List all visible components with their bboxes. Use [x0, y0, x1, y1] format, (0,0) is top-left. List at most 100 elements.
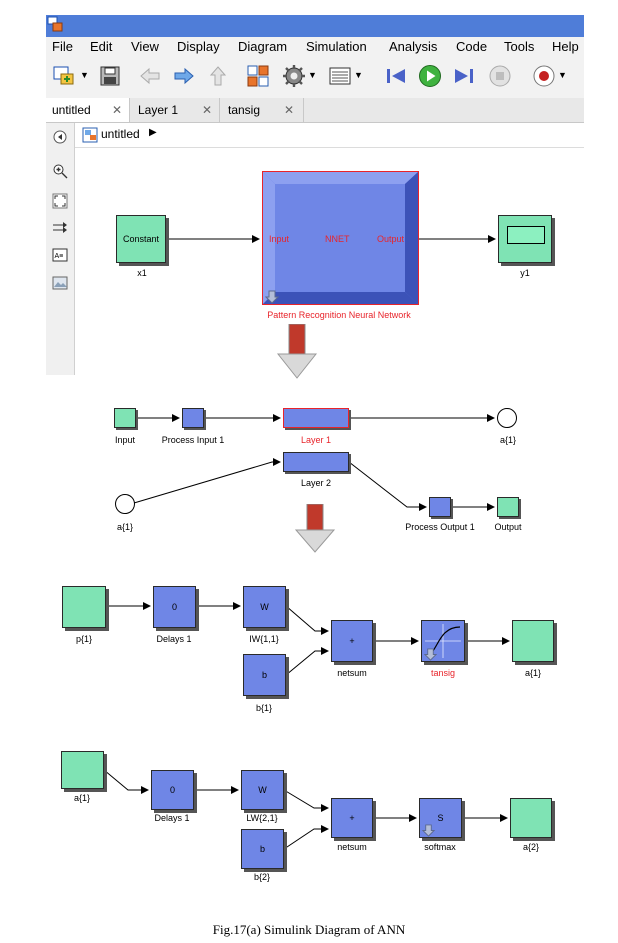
nnet-block[interactable]: Input NNET Output [262, 171, 419, 305]
tab-tansig[interactable]: tansig [222, 98, 304, 122]
output-block[interactable] [497, 497, 519, 517]
p1-label: p{1} [75, 634, 93, 644]
close-icon[interactable]: ✕ [112, 103, 123, 117]
zoom-icon[interactable] [52, 163, 68, 179]
tab-bar: untitled ✕ Layer 1 ✕ tansig ✕ [46, 98, 584, 123]
run-icon[interactable] [418, 64, 442, 88]
bias-block[interactable]: b [243, 654, 286, 696]
breadcrumb: untitled ▶ [75, 123, 584, 148]
scope-block[interactable] [498, 215, 552, 263]
hide-browser-icon[interactable] [52, 129, 68, 145]
forward-icon[interactable] [172, 64, 196, 88]
settings-dropdown-icon[interactable]: ▼ [308, 70, 317, 80]
signal-arrow-icon[interactable] [52, 220, 68, 236]
a1-out-label: a{1} [524, 668, 542, 678]
menu-edit[interactable]: Edit [90, 39, 113, 54]
menu-view[interactable]: View [131, 39, 159, 54]
fit-to-view-icon[interactable] [52, 193, 68, 209]
layer-2-label: Layer 2 [300, 478, 332, 488]
delays-label: Delays 1 [156, 634, 192, 644]
process-output-label: Process Output 1 [405, 522, 475, 532]
input-block[interactable] [114, 408, 136, 428]
netsum-block[interactable]: + [331, 798, 373, 838]
a1-out-block[interactable] [512, 620, 554, 662]
softmax-block[interactable]: S [419, 798, 462, 838]
save-icon[interactable] [98, 64, 122, 88]
nnet-name: NNET [325, 234, 350, 244]
a1-input-block[interactable] [61, 751, 104, 789]
menu-analysis[interactable]: Analysis [389, 39, 438, 54]
up-icon[interactable] [206, 64, 230, 88]
tansig-block[interactable] [421, 620, 465, 662]
tansig-label: tansig [430, 668, 456, 678]
softmax-label: softmax [424, 842, 456, 852]
netsum-block[interactable]: + [331, 620, 373, 662]
down-arrow-icon [276, 324, 318, 379]
tab-layer-1[interactable]: Layer 1 [132, 98, 220, 122]
netsum-label: netsum [337, 668, 367, 678]
menu-help[interactable]: Help [552, 39, 579, 54]
record-dropdown-icon[interactable]: ▼ [558, 70, 567, 80]
weight-block[interactable]: W [241, 770, 284, 810]
bias-symbol: b [259, 844, 265, 854]
softmax-symbol: S [437, 813, 444, 823]
input-label: Input [114, 435, 136, 445]
breadcrumb-model[interactable]: untitled [101, 127, 140, 141]
record-icon[interactable] [532, 64, 556, 88]
new-dropdown-icon[interactable]: ▼ [80, 70, 89, 80]
down-arrow-icon [294, 504, 336, 553]
process-output-block[interactable] [429, 497, 451, 517]
svg-text:A≡: A≡ [55, 253, 64, 260]
model-settings-icon[interactable] [282, 64, 306, 88]
weight-symbol: W [260, 602, 269, 612]
menu-display[interactable]: Display [177, 39, 220, 54]
menu-tools[interactable]: Tools [504, 39, 535, 54]
delays-value: 0 [171, 602, 177, 612]
image-icon[interactable] [52, 275, 68, 291]
breadcrumb-arrow-icon[interactable]: ▶ [149, 127, 157, 138]
weight-block[interactable]: W [243, 586, 286, 628]
menu-simulation[interactable]: Simulation [306, 39, 367, 54]
nnet-output-port: Output [377, 234, 405, 244]
mask-arrow-icon[interactable] [422, 824, 435, 837]
bias-block[interactable]: b [241, 829, 284, 869]
back-icon[interactable] [138, 64, 162, 88]
a2-out-block[interactable] [510, 798, 552, 838]
step-back-icon[interactable] [384, 64, 408, 88]
step-forward-icon[interactable] [452, 64, 476, 88]
menu-diagram[interactable]: Diagram [238, 39, 288, 54]
tab-label: tansig [228, 103, 261, 117]
a1-input-label: a{1} [73, 793, 91, 803]
layer-1-block[interactable] [283, 408, 349, 428]
a1-input-label: a{1} [116, 522, 134, 532]
constant-block[interactable]: Constant [116, 215, 166, 263]
close-icon[interactable]: ✕ [284, 103, 295, 117]
weight-symbol: W [258, 785, 267, 795]
p1-input-block[interactable] [62, 586, 106, 628]
explorer-dropdown-icon[interactable]: ▼ [354, 70, 363, 80]
process-input-block[interactable] [182, 408, 204, 428]
new-model-icon[interactable] [52, 64, 76, 88]
model-explorer-icon[interactable] [328, 64, 352, 88]
library-browser-icon[interactable] [246, 64, 270, 88]
mask-arrow-icon[interactable] [265, 290, 279, 304]
a1-output-port[interactable] [497, 408, 517, 428]
layer-2-block[interactable] [283, 452, 349, 472]
delays-label: Delays 1 [154, 813, 190, 823]
annotation-icon[interactable]: A≡ [52, 247, 68, 263]
a1-input-port[interactable] [115, 494, 135, 514]
delays-block[interactable]: 0 [153, 586, 196, 628]
close-icon[interactable]: ✕ [202, 103, 213, 117]
mask-arrow-icon[interactable] [424, 648, 437, 661]
a1-output-label: a{1} [499, 435, 517, 445]
b1-label: b{1} [255, 703, 273, 713]
constant-block-text: Constant [122, 234, 160, 244]
delays-block[interactable]: 0 [151, 770, 194, 810]
model-icon [82, 127, 98, 143]
menu-code[interactable]: Code [456, 39, 488, 54]
menu-file[interactable]: File [52, 39, 73, 54]
tab-untitled[interactable]: untitled [46, 98, 130, 122]
stop-icon[interactable] [488, 64, 512, 88]
